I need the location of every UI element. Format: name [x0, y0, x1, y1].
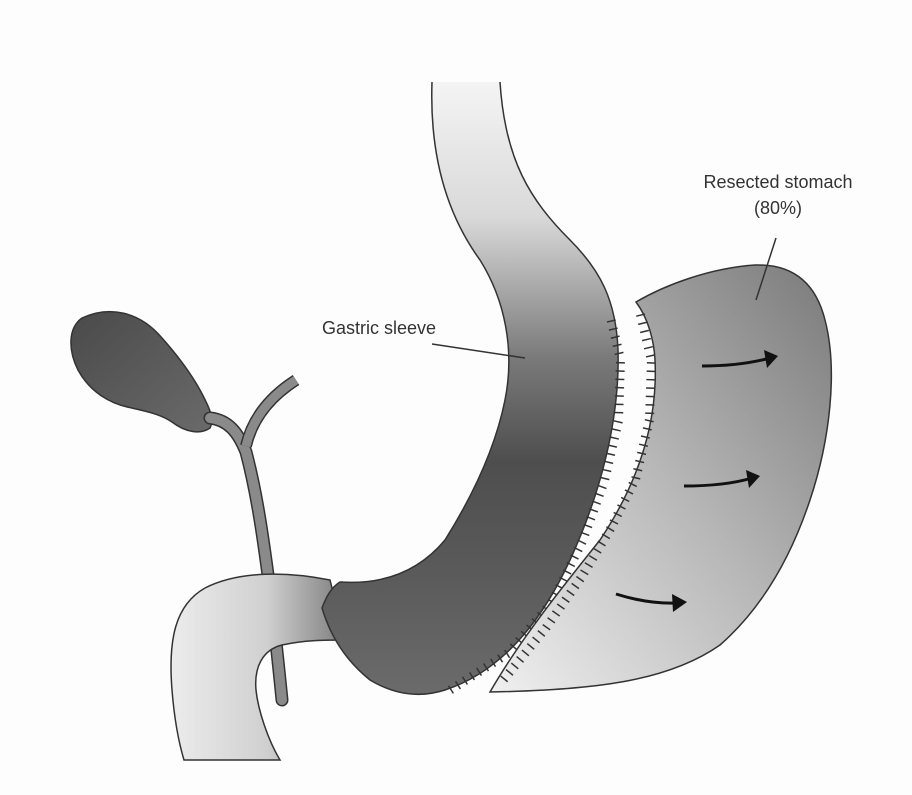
staple-mark: [644, 347, 653, 349]
staple-mark: [640, 330, 649, 332]
staple-mark: [612, 429, 621, 431]
staple-mark: [638, 322, 647, 324]
staple-mark: [578, 540, 586, 544]
staple-mark: [606, 453, 615, 455]
staple-mark: [604, 461, 613, 463]
staple-mark: [614, 421, 623, 423]
staple-mark: [608, 445, 617, 447]
staple-mark: [595, 493, 603, 496]
staple-mark: [642, 339, 651, 341]
resected-stomach-percent: (80%): [754, 198, 802, 218]
gastric-sleeve-label: Gastric sleeve: [322, 318, 436, 338]
staple-mark: [602, 469, 611, 471]
staple-mark: [598, 485, 606, 488]
staple-mark: [601, 478, 610, 480]
resected-stomach-label: Resected stomach: [703, 172, 852, 192]
staple-mark: [646, 355, 655, 357]
gallbladder: [71, 312, 212, 432]
duodenum: [171, 574, 345, 760]
staple-mark: [610, 437, 619, 439]
